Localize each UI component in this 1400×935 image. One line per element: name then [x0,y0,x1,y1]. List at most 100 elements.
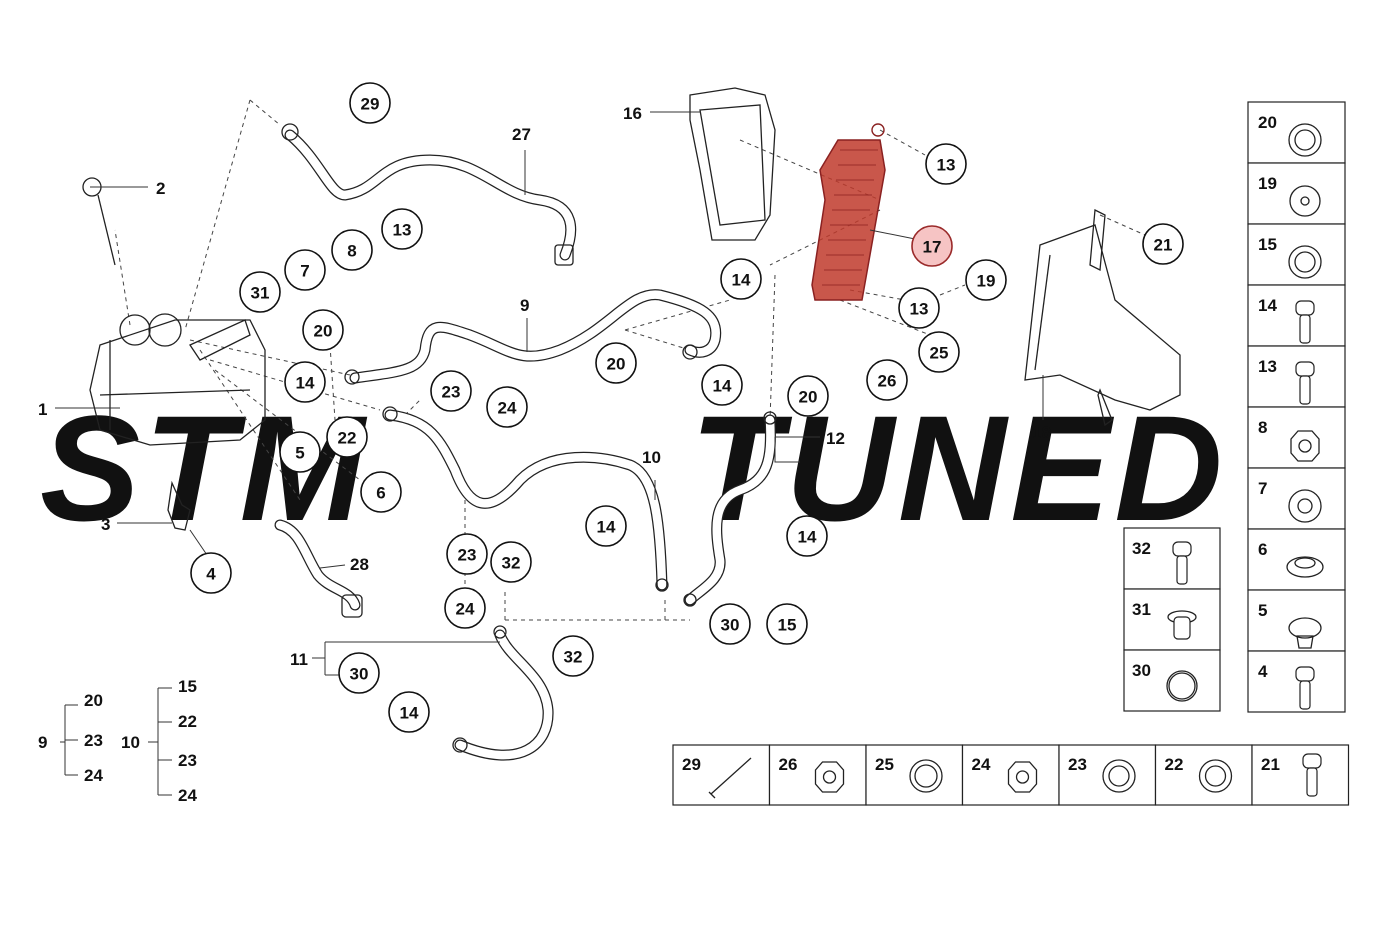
callout-number: 32 [564,648,583,667]
callout-c14c: 14 [388,691,430,733]
part-21-icon [1302,753,1322,797]
cell-number: 29 [682,755,701,774]
callout-number: 24 [498,399,517,418]
table-cell-right: 5 [1247,589,1346,652]
callout-number: 5 [295,444,304,463]
hose-10 [384,409,668,591]
callout-circle [898,287,940,329]
callout-number: 25 [930,344,949,363]
callout-c32b: 32 [552,635,594,677]
watermark-right: TUNED [690,384,1227,552]
callout-circle [338,652,380,694]
callout-c30a: 30 [338,652,380,694]
callout-number: 21 [1154,236,1173,255]
part-24-icon [1007,761,1038,793]
table-cell-right: 20 [1247,101,1346,164]
cell-number: 6 [1258,540,1267,559]
legend-child: 24 [178,786,197,805]
table-cell-right: 14 [1247,284,1346,347]
callout-c23b: 23 [446,533,488,575]
table-cell-right: 19 [1247,162,1346,225]
callout-number: 14 [400,704,419,723]
callout-c14e: 14 [701,364,743,406]
hose-27 [284,129,577,261]
cell-number: 30 [1132,661,1151,680]
callout-c14a: 14 [284,361,326,403]
callout-c31: 31 [239,271,281,313]
table-cell-right: 4 [1247,650,1346,713]
callout-circle [190,552,232,594]
table-cell-mid: 30 [1123,649,1221,712]
legend-child: 20 [84,691,103,710]
callout-circle [585,505,627,547]
table-cell-bottom: 22 [1154,744,1253,806]
table-cell-mid: 32 [1123,527,1221,590]
cell-number: 26 [779,755,798,774]
table-cell-right: 8 [1247,406,1346,469]
callout-circle [284,361,326,403]
callout-c20c: 20 [787,375,829,417]
callout-number: 23 [442,383,461,402]
callout-c7: 7 [284,249,326,291]
callout-number: 14 [732,271,751,290]
label-c1: 1 [38,400,47,419]
label-c18: 18 [1032,423,1051,442]
callout-number: 19 [977,272,996,291]
callout-c24a: 24 [486,386,528,428]
cell-number: 13 [1258,357,1277,376]
cell-number: 24 [972,755,991,774]
callout-circle [302,309,344,351]
callout-c20b: 20 [595,342,637,384]
table-cell-right: 15 [1247,223,1346,286]
callout-c17: 17 [911,225,953,267]
callout-number: 22 [338,429,357,448]
callout-number: 32 [502,554,521,573]
callout-c6: 6 [360,471,402,513]
callout-number: 14 [798,528,817,547]
callout-number: 14 [296,374,315,393]
callout-c14d: 14 [720,258,762,300]
part-20-icon [1288,123,1322,157]
callout-number: 30 [350,665,369,684]
callout-c24b: 24 [444,587,486,629]
sensor-3 [167,480,191,531]
label-c16: 16 [623,104,642,123]
callout-circle [911,225,953,267]
part-30-icon [1166,670,1198,702]
callout-c19: 19 [965,259,1007,301]
callout-circle [595,342,637,384]
callout-number: 14 [713,377,732,396]
callout-circle [552,635,594,677]
legend-child: 24 [84,766,103,785]
label-c3: 3 [101,515,110,534]
part-19-icon [1289,185,1321,217]
callout-number: 7 [300,262,309,281]
callout-number: 20 [607,355,626,374]
callout-c4: 4 [190,552,232,594]
cell-number: 8 [1258,418,1267,437]
leader-lines [55,111,1044,796]
cell-number: 20 [1258,113,1277,132]
cell-number: 32 [1132,539,1151,558]
callout-circle [239,271,281,313]
callout-number: 4 [206,565,216,584]
callout-circle [766,603,808,645]
legend-child: 23 [178,751,197,770]
part-22-icon [1198,759,1233,793]
callout-circle [430,370,472,412]
table-cell-right: 6 [1247,528,1346,591]
hose-9 [349,289,722,384]
label-c11: 11 [290,650,308,669]
label-c28: 28 [350,555,369,574]
callout-circle [709,603,751,645]
cell-number: 21 [1261,755,1280,774]
callout-circle [279,431,321,473]
callout-number: 17 [923,238,942,257]
callout-circle [446,533,488,575]
callout-number: 29 [361,95,380,114]
part-29-icon [708,757,752,799]
